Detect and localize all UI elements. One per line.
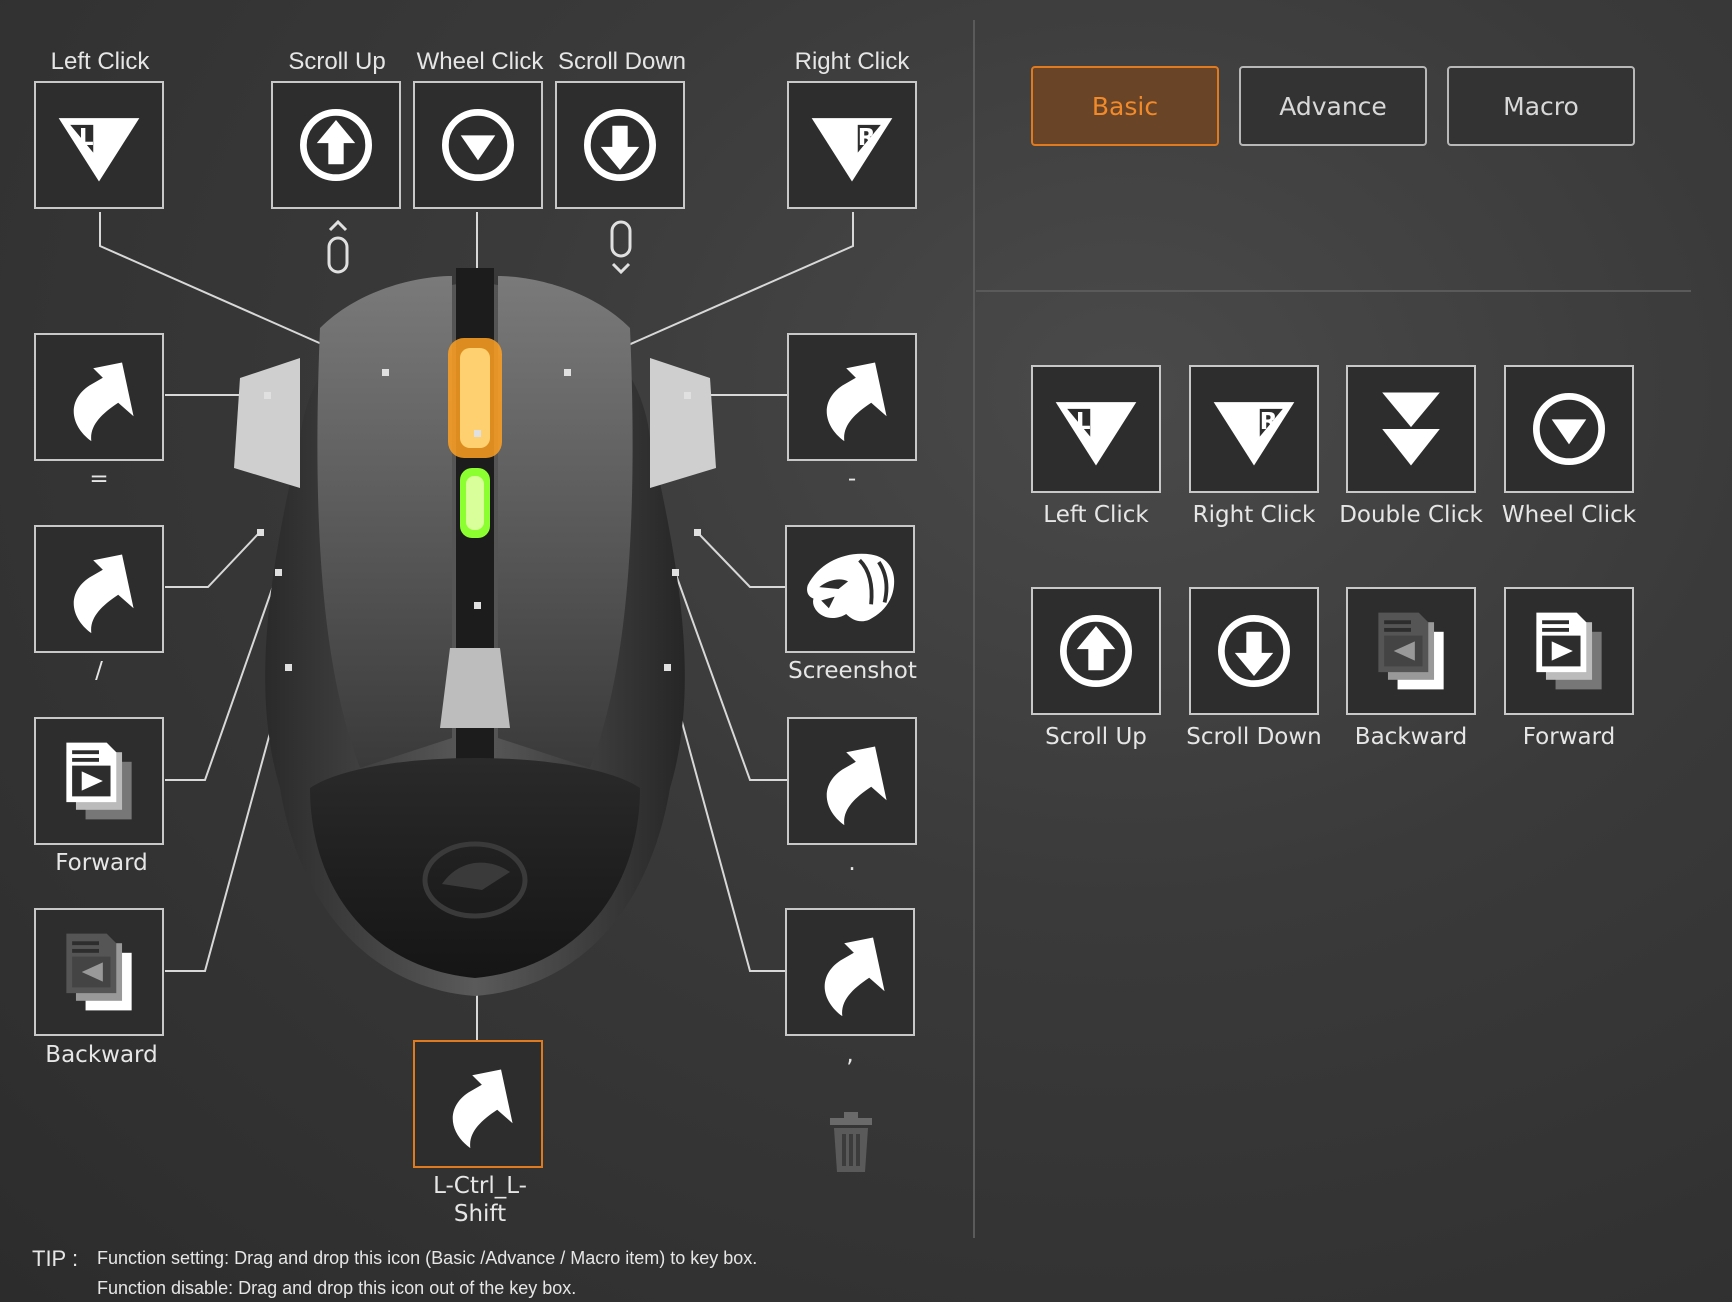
connector-left-click [99,212,386,373]
mouse-illustration [234,268,716,996]
double-click-icon [1363,381,1459,477]
connector-side-right-4 [666,666,787,972]
connector-side-left-4 [165,666,289,972]
function-wheel-click[interactable] [1504,365,1634,493]
forward-icon [51,733,147,829]
function-label-forward: Forward [1522,724,1616,750]
function-label-scroll-up: Scroll Up [1045,724,1147,750]
tip-line-1: Function setting: Drag and drop this ico… [97,1248,758,1268]
mouse-key-side-right-3[interactable] [787,717,917,845]
forward-icon [1521,603,1617,699]
tab-basic[interactable]: Basic [1031,66,1219,146]
mouse-key-wheel-click[interactable] [413,81,543,209]
function-double-click[interactable] [1346,365,1476,493]
connector-side-right-2 [696,531,787,588]
function-scroll-up[interactable] [1031,587,1161,715]
key-arrow-icon [430,1056,526,1152]
connector-side-right-3 [674,571,787,781]
left-click-icon [1048,381,1144,477]
panel-divider-horizontal [976,290,1691,292]
function-label-scroll-down: Scroll Down [1186,724,1322,750]
key-label-side-right-2: Screenshot [788,658,917,684]
trash-icon[interactable] [826,1110,876,1174]
mouse-key-left-click[interactable] [34,81,164,209]
scroll-wheel-up-glyph-icon [327,219,349,274]
function-left-click[interactable] [1031,365,1161,493]
key-label-side-left-1: = [89,466,109,492]
key-arrow-icon [51,541,147,637]
tab-macro[interactable]: Macro [1447,66,1635,146]
scroll-down-icon [1206,603,1302,699]
panel-divider-vertical [973,20,975,1238]
right-click-icon [804,97,900,193]
key-label-side-right-3: . [848,850,856,876]
key-label-right-click: Right Click [794,48,910,75]
function-label-left-click: Left Click [1043,502,1149,528]
mouse-key-side-right-1[interactable] [787,333,917,461]
scroll-down-icon [572,97,668,193]
function-label-wheel-click: Wheel Click [1501,502,1637,528]
key-label-scroll-up: Scroll Up [288,48,386,75]
key-label-side-left-3: Forward [55,850,148,876]
function-forward[interactable] [1504,587,1634,715]
key-arrow-icon [804,733,900,829]
backward-icon [1363,603,1459,699]
connector-dots [257,369,701,671]
connector-side-left-2 [165,531,261,588]
key-label-scroll-down: Scroll Down [557,48,687,75]
function-scroll-down[interactable] [1189,587,1319,715]
function-label-backward: Backward [1354,724,1468,750]
tab-advance[interactable]: Advance [1239,66,1427,146]
wheel-click-icon [430,97,526,193]
mouse-key-side-right-2[interactable] [785,525,915,653]
key-label-side-right-4: , [846,1042,854,1068]
mouse-key-side-left-4[interactable] [34,908,164,1036]
connector-right-click [566,212,854,373]
function-right-click[interactable] [1189,365,1319,493]
tip-prefix: TIP : [32,1246,79,1271]
tip-line-2: Function disable: Drag and drop this ico… [97,1278,577,1298]
connector-side-left-3 [165,571,279,781]
mouse-key-scroll-down[interactable] [555,81,685,209]
key-label-left-click: Left Click [50,48,150,75]
key-label-wheel-click: Wheel Click [416,48,544,75]
mouse-key-bottom[interactable] [413,1040,543,1168]
key-label-side-right-1: - [847,466,857,492]
key-label-side-left-4: Backward [45,1042,158,1068]
mouse-key-right-click[interactable] [787,81,917,209]
function-label-right-click: Right Click [1192,502,1316,528]
key-arrow-icon [802,924,898,1020]
left-click-icon [51,97,147,193]
mouse-key-side-left-2[interactable] [34,525,164,653]
right-click-icon [1206,381,1302,477]
wheel-click-icon [1521,381,1617,477]
mouse-key-side-right-4[interactable] [785,908,915,1036]
function-label-double-click: Double Click [1339,502,1483,528]
mouse-key-scroll-up[interactable] [271,81,401,209]
key-label-bottom: L-Ctrl_L- Shift [433,1173,527,1227]
mouse-key-side-left-1[interactable] [34,333,164,461]
scroll-wheel-down-glyph-icon [610,220,632,275]
backward-icon [51,924,147,1020]
key-arrow-icon [804,349,900,445]
key-arrow-icon [51,349,147,445]
scroll-up-icon [288,97,384,193]
function-backward[interactable] [1346,587,1476,715]
key-label-side-left-2: / [95,658,103,684]
cougar-logo-icon [802,541,898,637]
mouse-key-side-left-3[interactable] [34,717,164,845]
scroll-up-icon [1048,603,1144,699]
